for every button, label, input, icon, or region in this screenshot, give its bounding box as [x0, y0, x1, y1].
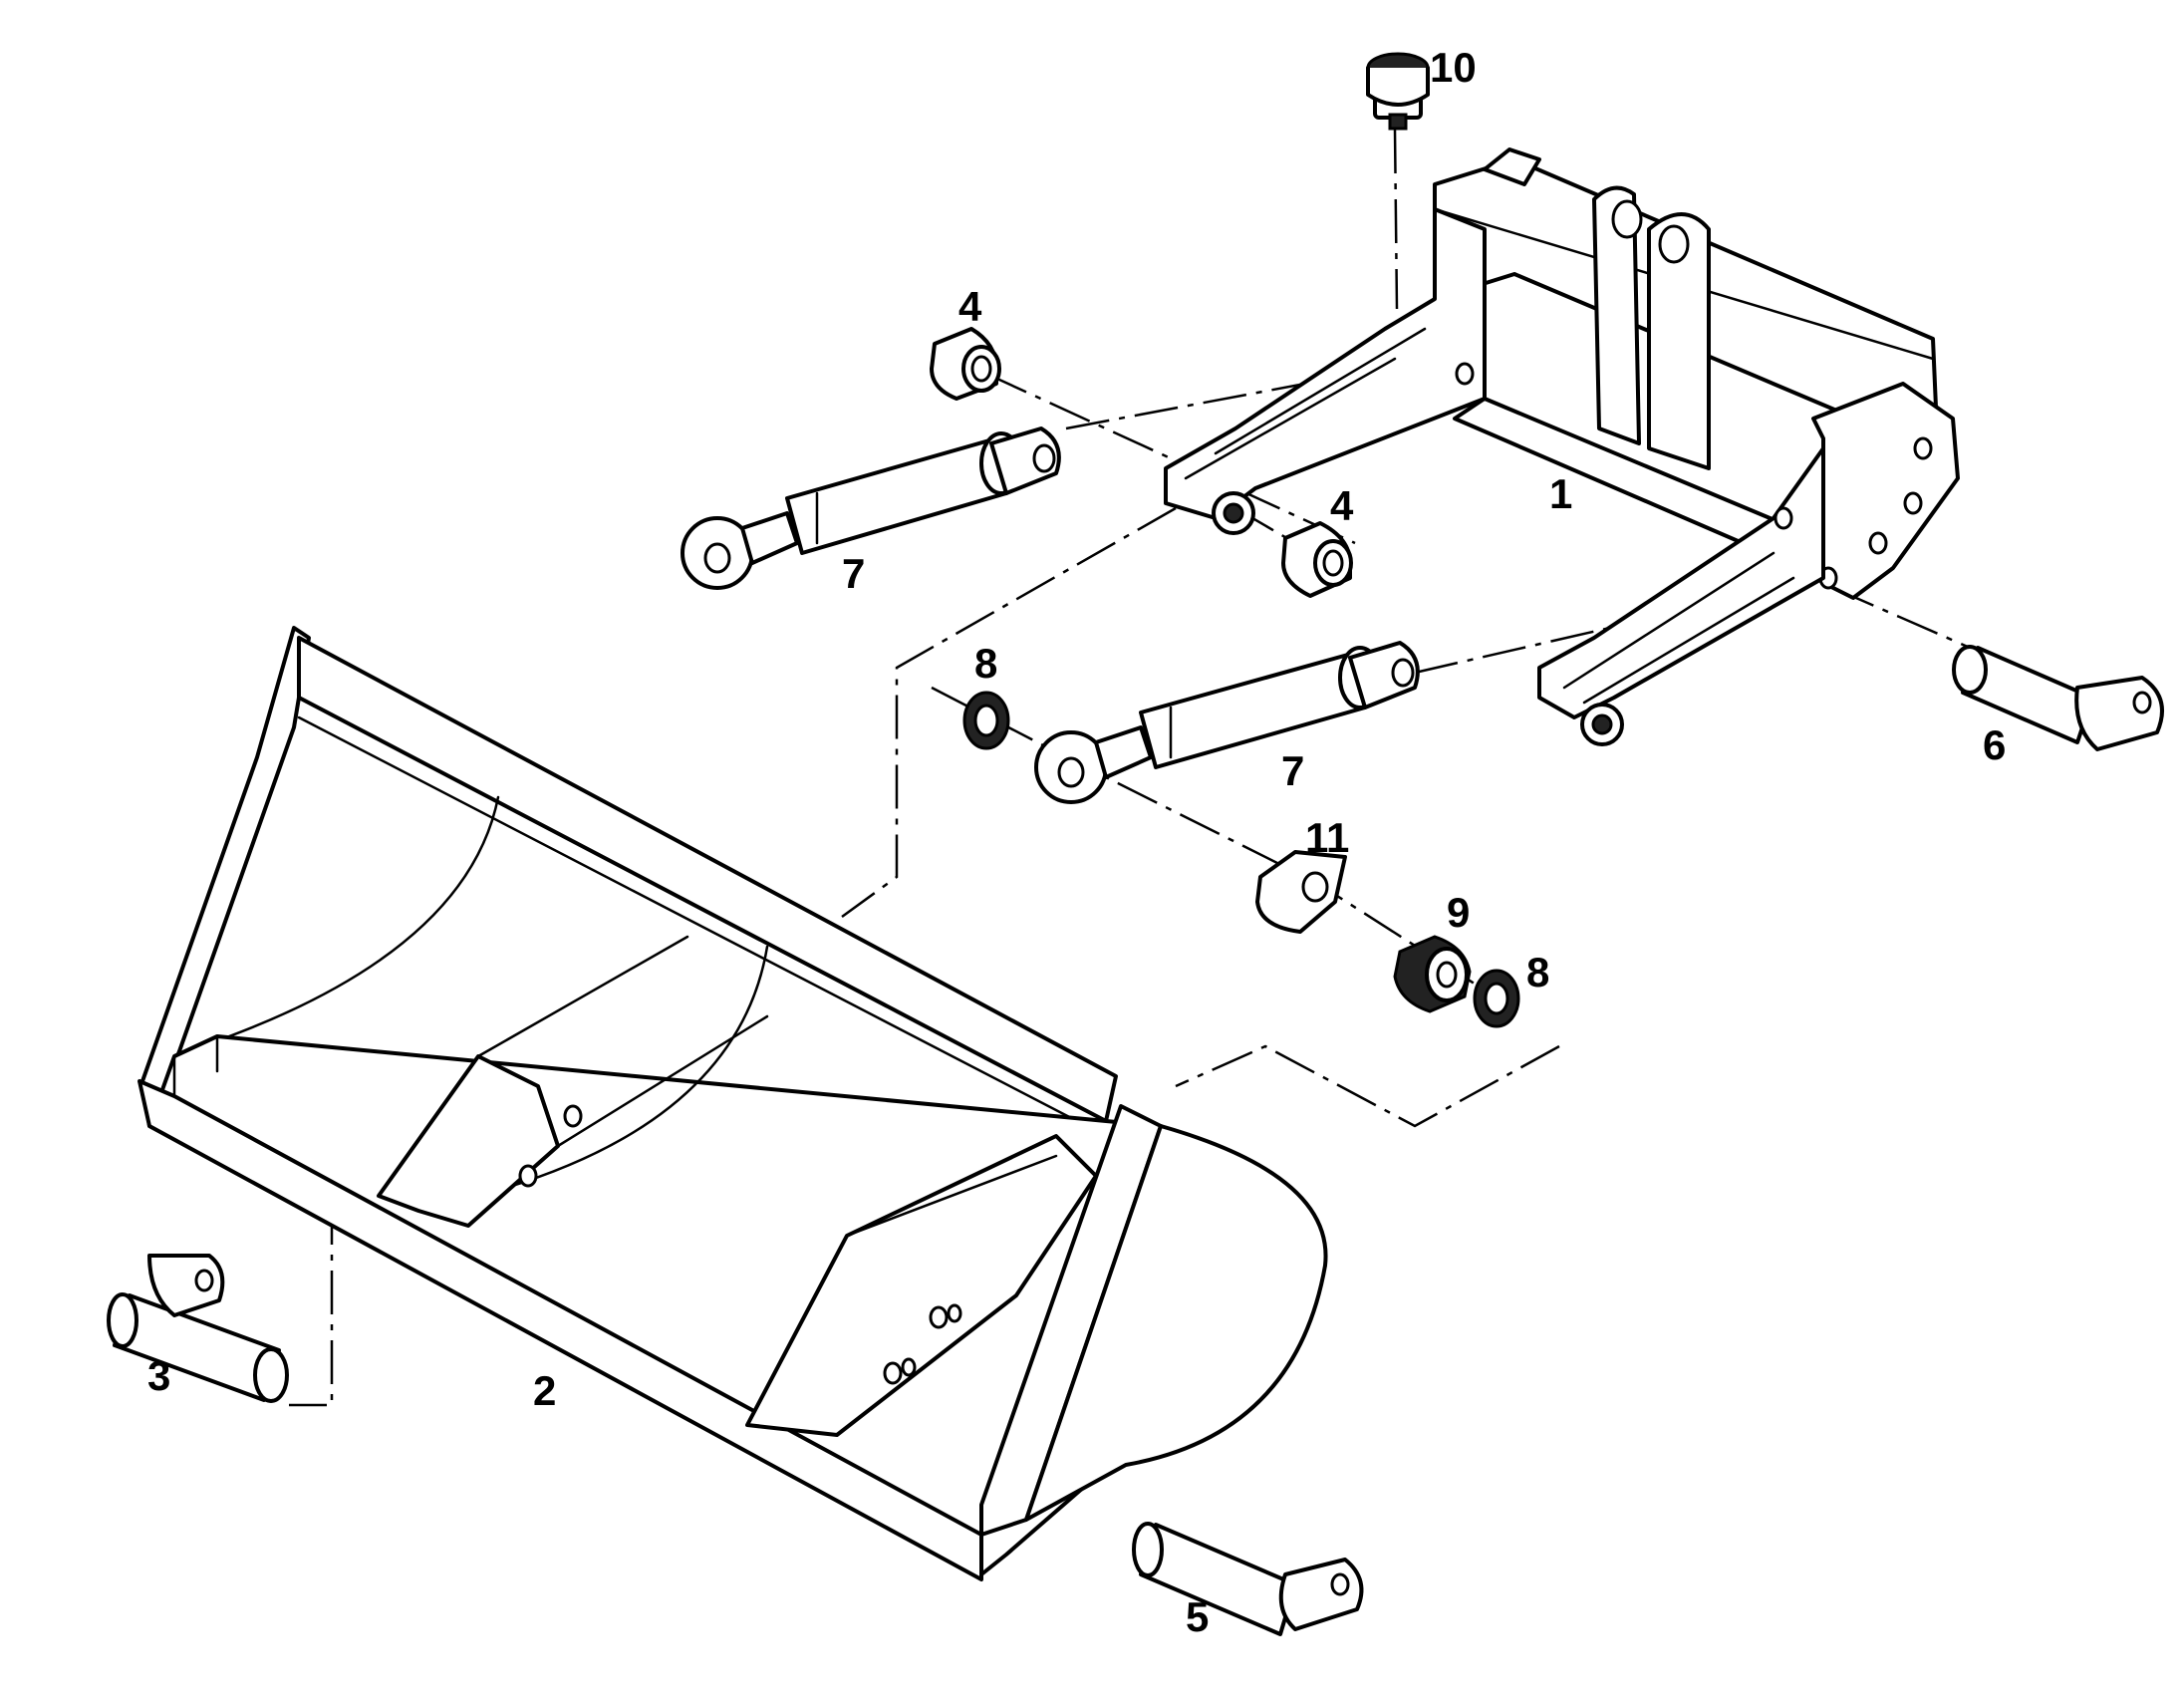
part-washer-8-upper — [962, 691, 1010, 750]
part-block-11 — [1255, 850, 1347, 934]
callout-5: 5 — [1186, 1593, 1209, 1640]
callout-3: 3 — [147, 1352, 170, 1399]
part-knob-10 — [1366, 52, 1430, 131]
part-cylinder-7-lower — [1034, 641, 1420, 804]
part-bucket-2 — [137, 626, 1328, 1581]
callout-4-upper: 4 — [958, 283, 982, 330]
callout-1: 1 — [1549, 470, 1572, 517]
callout-4-lower: 4 — [1330, 482, 1354, 529]
callout-8-lower: 8 — [1526, 949, 1549, 995]
callout-11: 11 — [1305, 814, 1349, 861]
callout-7-upper: 7 — [842, 550, 865, 597]
callout-labels: 1 2 3 4 4 5 6 7 7 8 8 9 10 11 — [147, 44, 2006, 1640]
part-pin-3 — [107, 1254, 289, 1403]
part-frame-1 — [1164, 147, 1960, 746]
callout-6: 6 — [1983, 721, 2006, 768]
part-pin-5 — [1132, 1522, 1364, 1636]
part-pin-6 — [1952, 645, 2164, 751]
part-bushing-4-upper — [930, 327, 1001, 401]
part-cylinder-7-upper — [681, 426, 1061, 590]
part-bushing-4-lower — [1281, 521, 1353, 598]
part-roller-9 — [1393, 935, 1472, 1013]
callout-2: 2 — [533, 1367, 556, 1414]
callout-10: 10 — [1430, 44, 1477, 91]
callout-7-lower: 7 — [1281, 747, 1304, 794]
callout-8-upper: 8 — [974, 640, 997, 687]
part-washer-8-lower — [1473, 969, 1520, 1028]
callout-9: 9 — [1447, 889, 1470, 936]
